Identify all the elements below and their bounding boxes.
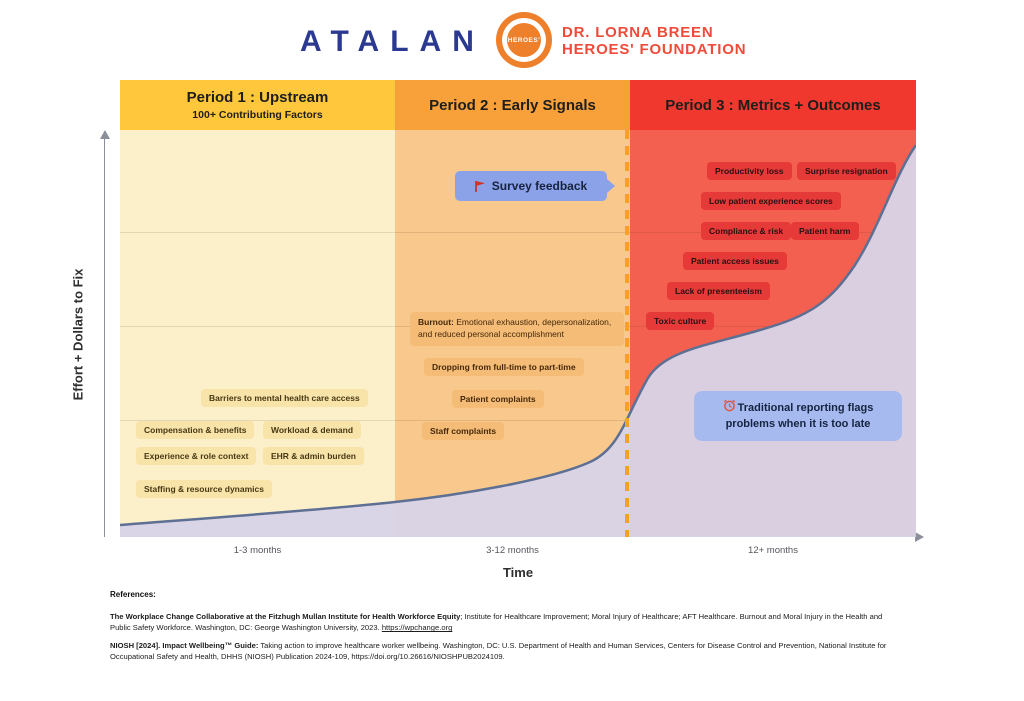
- reference-2-lead: NIOSH [2024]. Impact Wellbeing™ Guide:: [110, 640, 259, 650]
- outcome-tag: Low patient experience scores: [701, 192, 841, 210]
- factor-tag: Compensation & benefits: [136, 421, 255, 439]
- late-reporting-callout: Traditional reporting flags problems whe…: [694, 391, 902, 441]
- alarm-clock-icon: [723, 399, 735, 412]
- factor-tag: Barriers to mental health care access: [201, 389, 368, 407]
- foundation-name-line2: HEROES' FOUNDATION: [562, 41, 747, 58]
- survey-feedback-label: Survey feedback: [491, 179, 588, 193]
- x-axis-arrow: [915, 532, 924, 542]
- outcome-tag: Patient access issues: [683, 252, 787, 270]
- heroes-badge-core: HEROES': [507, 23, 541, 57]
- outcome-tag: Toxic culture: [646, 312, 715, 330]
- foundation-name-line1: DR. LORNA BREEN: [562, 24, 714, 41]
- period3-header-band: Period 3 : Metrics + Outcomes: [630, 80, 916, 130]
- flag-icon: [474, 180, 485, 192]
- heroes-badge-ring: HEROES': [502, 18, 546, 62]
- period-boundary-dashed-line: [625, 130, 629, 537]
- reference-2: NIOSH [2024]. Impact Wellbeing™ Guide: T…: [110, 640, 895, 664]
- period1-title: Period 1 : Upstream: [186, 89, 329, 106]
- late-reporting-label: Traditional reporting flags problems whe…: [725, 402, 874, 430]
- atalan-logo: ATALAN: [300, 25, 485, 58]
- outcome-tag: Lack of presenteeism: [667, 282, 770, 300]
- reference-2-text: Taking action to improve healthcare work…: [110, 640, 887, 662]
- foundation-name: DR. LORNA BREEN HEROES' FOUNDATION: [562, 24, 746, 58]
- outcome-tag: Surprise resignation: [797, 162, 896, 180]
- reference-1-text: ; Institute for Healthcare Improvement; …: [110, 611, 883, 633]
- factor-tag: Workload & demand: [263, 421, 362, 439]
- signal-tag: Patient complaints: [452, 390, 544, 408]
- burnout-tag-text: Emotional exhaustion, depersonalization,…: [418, 317, 612, 339]
- x-axis-label: Time: [502, 565, 534, 580]
- y-axis-arrow: [100, 130, 110, 139]
- signal-tag: Dropping from full-time to part-time: [424, 358, 584, 376]
- heroes-badge-label: HEROES': [507, 36, 541, 44]
- signal-tag: Staff complaints: [422, 422, 505, 440]
- time-tick-period2: 3-12 months: [486, 545, 539, 556]
- burnout-tag-lead: Burnout:: [418, 317, 454, 327]
- survey-feedback-callout: Survey feedback: [455, 171, 615, 201]
- effort-curve-line: [120, 144, 916, 527]
- outcome-tag: Productivity loss: [707, 162, 792, 180]
- period1-header-band: Period 1 : Upstream 100+ Contributing Fa…: [120, 80, 395, 130]
- period1-column: [120, 130, 395, 537]
- period2-title: Period 2 : Early Signals: [429, 96, 596, 114]
- factor-tag: Experience & role context: [136, 447, 257, 465]
- reference-1-lead: The Workplace Change Collaborative at th…: [110, 611, 461, 621]
- factor-tag: Staffing & resource dynamics: [136, 480, 272, 498]
- heroes-badge-logo: HEROES': [496, 12, 552, 68]
- burnout-tag: Burnout: Emotional exhaustion, depersona…: [410, 312, 624, 346]
- factor-tag: EHR & admin burden: [263, 447, 365, 465]
- outcome-tag: Compliance & risk: [701, 222, 792, 240]
- reference-1-link[interactable]: https://wpchange.org: [381, 623, 453, 633]
- gridline: [120, 232, 916, 233]
- gridline: [120, 420, 916, 421]
- reference-1: The Workplace Change Collaborative at th…: [110, 611, 895, 635]
- period1-subtitle: 100+ Contributing Factors: [192, 109, 323, 121]
- time-tick-period1: 1-3 months: [233, 545, 282, 556]
- time-tick-period3: 12+ months: [748, 545, 798, 556]
- y-axis-line: [104, 139, 105, 537]
- y-axis-label: Effort + Dollars to Fix: [70, 268, 86, 401]
- references-heading: References:: [110, 590, 156, 599]
- period2-header-band: Period 2 : Early Signals: [395, 80, 630, 130]
- outcome-tag: Patient harm: [791, 222, 859, 240]
- period3-title: Period 3 : Metrics + Outcomes: [665, 96, 881, 114]
